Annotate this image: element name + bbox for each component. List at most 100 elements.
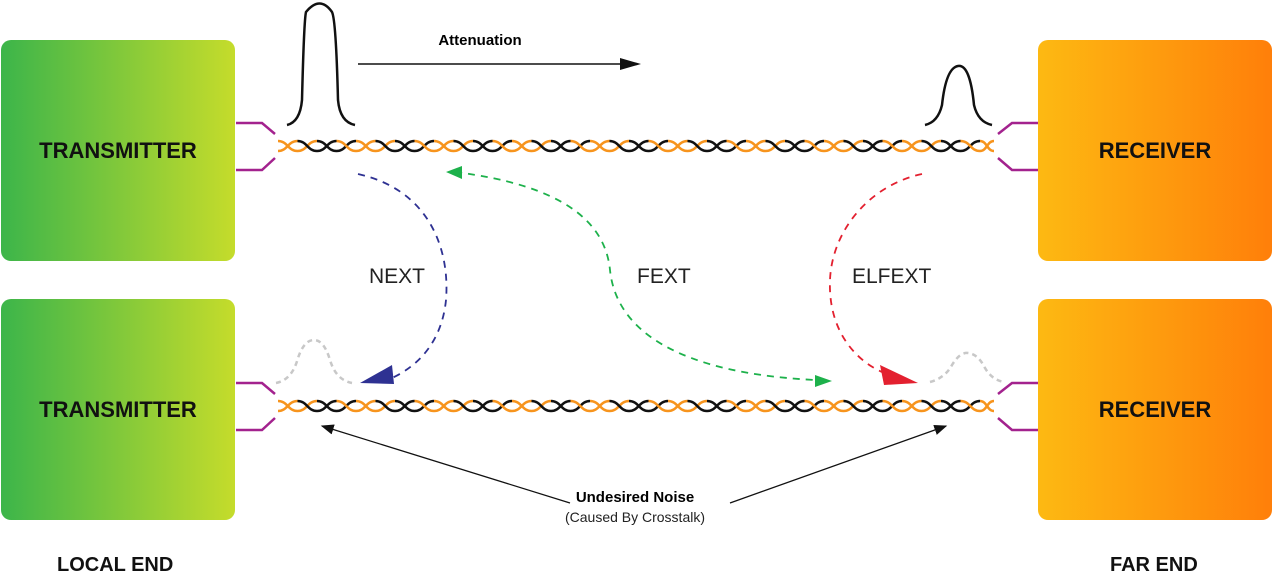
- wire-segment: [979, 399, 995, 413]
- wire-segment: [394, 399, 415, 413]
- transmitter-top-label: TRANSMITTER: [39, 137, 197, 163]
- wire-segment: [531, 399, 552, 413]
- wire-segment: [862, 139, 883, 153]
- wire-segment: [706, 399, 727, 413]
- fext-arrow: [454, 171, 816, 381]
- wire-segment: [765, 139, 786, 153]
- twisted-pair-bottom: [277, 399, 995, 413]
- wire-segment: [862, 399, 883, 413]
- next-arrowhead: [360, 365, 394, 384]
- attenuation-label: Attenuation: [438, 32, 522, 49]
- wire-segment: [433, 399, 454, 413]
- transmitted-pulse: [286, 2, 356, 127]
- wire-segment: [940, 399, 961, 413]
- wire-segment: [648, 139, 669, 153]
- attenuation-arrowhead: [620, 58, 641, 70]
- wire-segment: [745, 399, 766, 413]
- wire-segment: [336, 399, 357, 413]
- noise-pointer-right: [729, 425, 948, 504]
- wire-segment: [375, 399, 396, 413]
- noise-title: Undesired Noise: [575, 489, 695, 506]
- wire-segment: [784, 139, 805, 153]
- elfext-arrowhead: [880, 365, 918, 385]
- wire-segment: [901, 399, 922, 413]
- elfext-arrow: [829, 173, 923, 373]
- transmitter-top: TRANSMITTER: [1, 40, 235, 261]
- receiver-bottom: RECEIVER: [1038, 299, 1272, 520]
- wire-segment: [687, 399, 708, 413]
- next-label: NEXT: [369, 265, 426, 288]
- wire-segment: [940, 139, 961, 153]
- wire-segment: [355, 139, 376, 153]
- wire-segment: [277, 139, 298, 153]
- wire-segment: [765, 399, 786, 413]
- transmitter-bottom: TRANSMITTER: [1, 299, 235, 520]
- wire-segment: [882, 399, 903, 413]
- wire-segment: [921, 139, 942, 153]
- transmitter-bottom-label: TRANSMITTER: [39, 396, 197, 422]
- wire-segment: [355, 399, 376, 413]
- wire-segment: [394, 139, 415, 153]
- wire-segment: [628, 399, 649, 413]
- wire-segment: [297, 399, 318, 413]
- receiver-top: RECEIVER: [1038, 40, 1272, 261]
- wire-segment: [472, 139, 493, 153]
- twisted-pair-top: [277, 139, 995, 153]
- wire-segment: [901, 139, 922, 153]
- noise-subtitle: (Caused By Crosstalk): [564, 509, 706, 525]
- wire-segment: [433, 139, 454, 153]
- wire-segment: [960, 139, 981, 153]
- wire-segment: [979, 139, 995, 153]
- wire-segment: [784, 399, 805, 413]
- receiver-top-label: RECEIVER: [1098, 137, 1212, 163]
- wire-segment: [550, 139, 571, 153]
- wire-segment: [648, 399, 669, 413]
- elfext-label: ELFEXT: [852, 265, 932, 288]
- wire-segment: [316, 139, 337, 153]
- wire-segment: [472, 399, 493, 413]
- wire-segment: [960, 399, 981, 413]
- wire-segment: [706, 139, 727, 153]
- wire-segment: [492, 139, 513, 153]
- wire-segment: [843, 139, 864, 153]
- wire-segment: [609, 399, 630, 413]
- noise-pulse-near: [275, 338, 353, 385]
- wire-segment: [453, 139, 474, 153]
- wire-segment: [745, 139, 766, 153]
- noise-pointer-left: [320, 424, 571, 504]
- wire-segment: [823, 139, 844, 153]
- fext-arrowhead-top: [446, 166, 462, 179]
- fext-label: FEXT: [637, 265, 691, 288]
- wire-segment: [375, 139, 396, 153]
- wire-segment: [297, 139, 318, 153]
- attenuated-pulse: [924, 64, 993, 127]
- wire-segment: [316, 399, 337, 413]
- wire-segment: [550, 399, 571, 413]
- next-arrow: [357, 173, 448, 379]
- local-end-label: LOCAL END: [57, 554, 174, 576]
- far-end-label: FAR END: [1110, 554, 1198, 576]
- wire-segment: [609, 139, 630, 153]
- wire-segment: [414, 139, 435, 153]
- wire-segment: [628, 139, 649, 153]
- wire-segment: [492, 399, 513, 413]
- wire-segment: [921, 399, 942, 413]
- fext-arrowhead-bottom: [815, 375, 832, 387]
- wire-segment: [453, 399, 474, 413]
- wire-segment: [414, 399, 435, 413]
- receiver-bottom-label: RECEIVER: [1098, 396, 1212, 422]
- wire-segment: [277, 399, 298, 413]
- wire-segment: [882, 139, 903, 153]
- wire-segment: [570, 139, 591, 153]
- wire-segment: [667, 139, 688, 153]
- wire-segment: [687, 139, 708, 153]
- wire-segment: [511, 139, 532, 153]
- wire-segment: [726, 139, 747, 153]
- wire-segment: [726, 399, 747, 413]
- wire-segment: [531, 139, 552, 153]
- wire-segment: [336, 139, 357, 153]
- wire-segment: [570, 399, 591, 413]
- wire-segment: [804, 139, 825, 153]
- wire-segment: [589, 139, 610, 153]
